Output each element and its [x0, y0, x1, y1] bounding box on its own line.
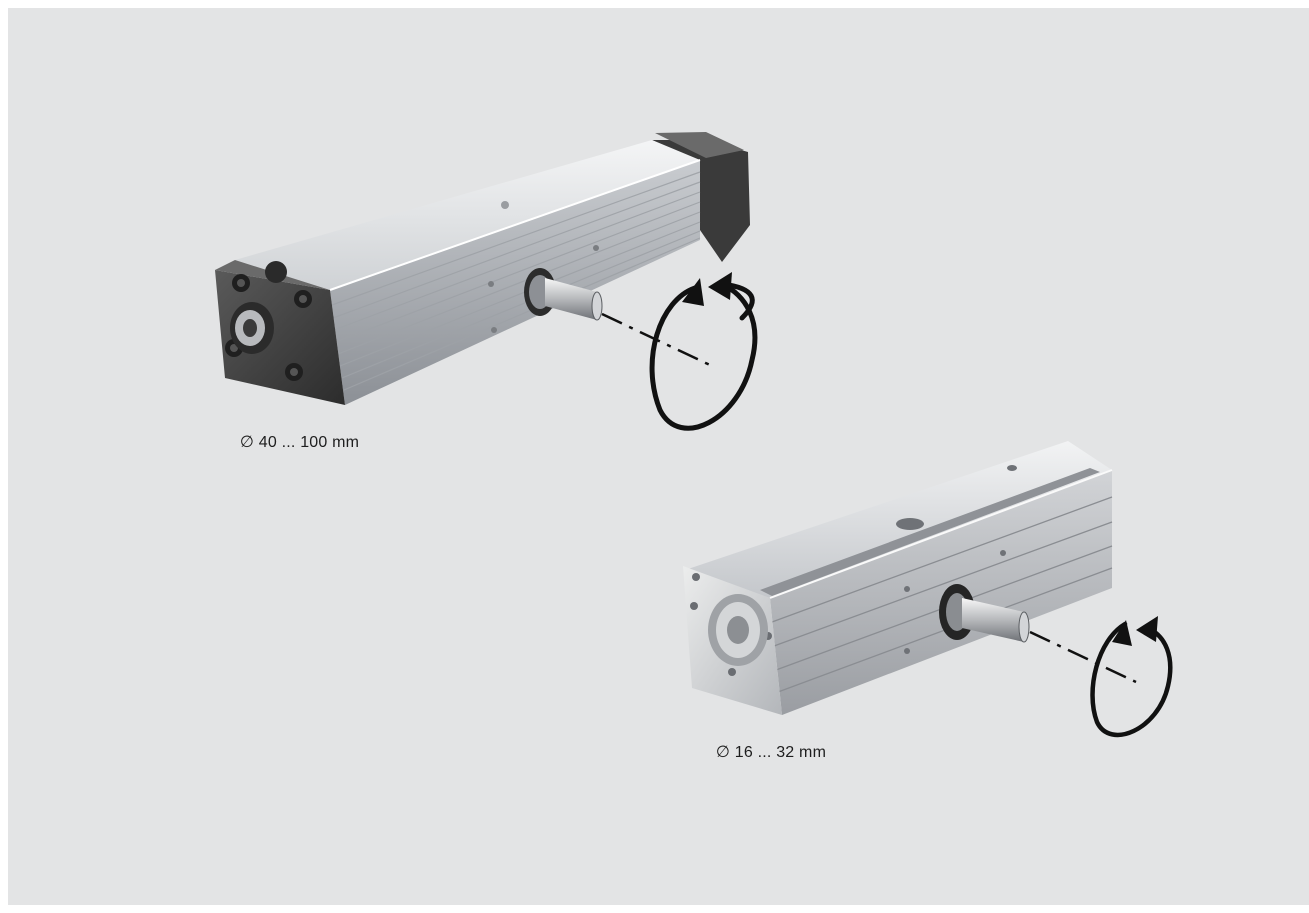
small-actuator-shaft	[962, 598, 1024, 642]
large-actuator-shaft	[545, 278, 597, 320]
rotation-arrow-icon	[1090, 621, 1173, 738]
small-actuator-size-caption: ∅ 16 ... 32 mm	[716, 744, 827, 761]
small-actuator-top-face	[685, 441, 1112, 598]
large-actuator-size-caption: ∅ 40 ... 100 mm	[240, 434, 360, 451]
large-actuator-top-face	[235, 140, 700, 290]
large-actuator-side-face	[330, 160, 700, 405]
large-actuator-rear-cap	[652, 140, 750, 262]
large-rotary-actuator	[215, 132, 758, 431]
small-rotary-actuator	[683, 441, 1173, 738]
small-actuator-side-face	[770, 470, 1112, 715]
